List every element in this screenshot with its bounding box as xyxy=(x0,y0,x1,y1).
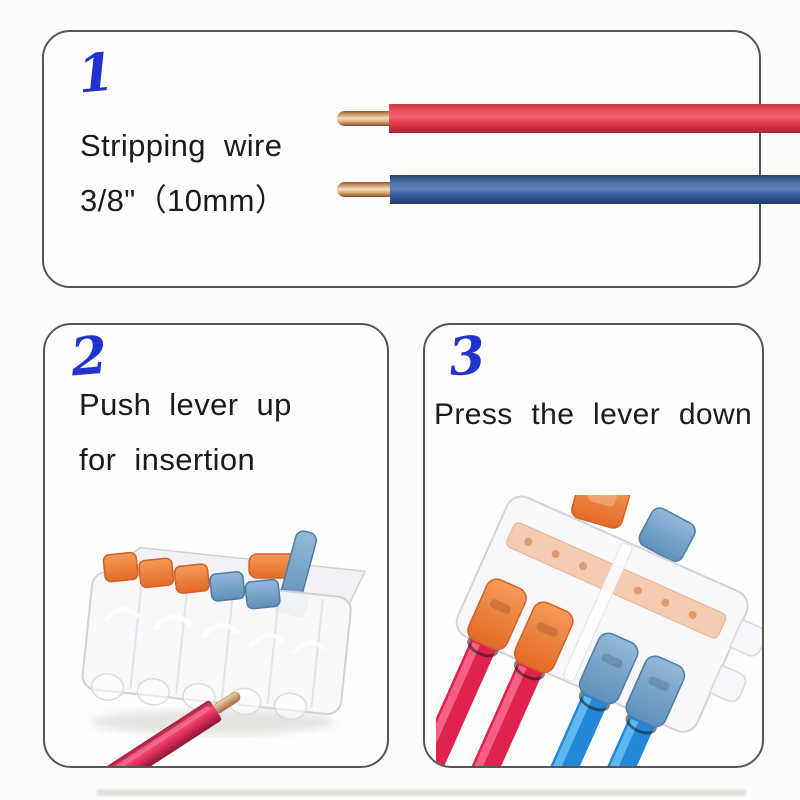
red-wire-inserting xyxy=(91,691,241,766)
clear-connector-body xyxy=(436,495,762,766)
step1-caption: Stripping wire 3/8"（10mm） xyxy=(80,118,286,228)
step3-panel: 3 Press the lever down xyxy=(423,323,764,768)
step2-caption-line1: Push lever up xyxy=(79,387,292,422)
contact-holes xyxy=(524,537,697,619)
blue-lever xyxy=(244,578,281,610)
orange-lever xyxy=(102,551,139,583)
red-wire xyxy=(436,637,497,766)
pressed-levers xyxy=(102,551,281,610)
orange-lever xyxy=(513,601,574,674)
step1-caption-line2: 3/8"（10mm） xyxy=(80,183,287,218)
connector-photo-levers-down xyxy=(436,495,762,766)
blue-lever xyxy=(578,632,639,705)
stripped-copper-tip-blue-wire xyxy=(337,182,393,197)
orange-lever xyxy=(138,557,175,589)
step2-caption-line2: for insertion xyxy=(79,442,256,477)
clear-connector-body xyxy=(81,530,367,721)
blue-lever xyxy=(209,571,246,602)
blue-wire xyxy=(390,175,800,204)
pressed-levers xyxy=(467,578,686,728)
page-bottom-shadow xyxy=(96,789,746,796)
wire-highlight xyxy=(100,706,210,766)
plastic-reflections xyxy=(104,606,326,655)
blue-lever-raised xyxy=(638,507,696,563)
red-wire-insulation xyxy=(91,700,222,766)
step2-caption: Push lever up for insertion xyxy=(79,377,292,487)
blue-lever xyxy=(625,655,686,728)
orange-lever xyxy=(173,563,210,594)
step3-number: 3 xyxy=(446,324,488,389)
blue-wire xyxy=(536,714,656,766)
clear-fin xyxy=(728,618,762,657)
clear-fin xyxy=(708,664,747,703)
step1-number: 1 xyxy=(75,41,117,106)
step1-caption-line1: Stripping wire xyxy=(80,128,283,163)
connected-wires xyxy=(436,637,656,766)
stripped-copper-tip-red-wire xyxy=(337,111,393,126)
connector-dividers xyxy=(129,579,324,709)
orange-lever-raised xyxy=(571,495,631,529)
step2-panel: 2 Push lever up for insertion xyxy=(43,323,389,768)
orange-lever xyxy=(467,578,527,651)
blue-wire xyxy=(488,691,609,766)
wire-ports xyxy=(90,673,308,721)
step1-panel: 1 Stripping wire 3/8"（10mm） xyxy=(42,30,761,288)
step3-caption: Press the lever down xyxy=(434,387,752,442)
red-wire xyxy=(389,104,800,133)
center-divider xyxy=(562,542,633,682)
connector-photo-lever-up xyxy=(81,530,367,766)
red-wire xyxy=(436,660,544,766)
step3-caption-line1: Press the lever down xyxy=(434,398,753,431)
